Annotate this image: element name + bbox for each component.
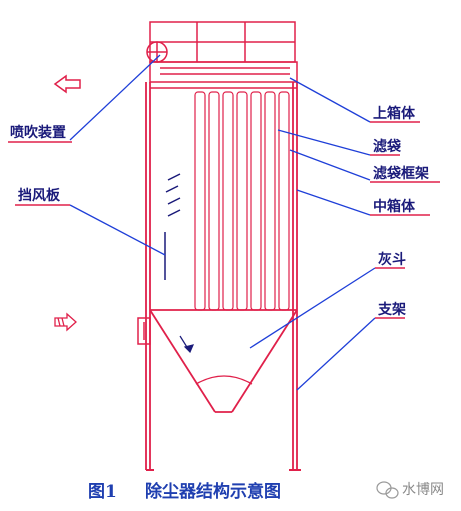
- airflow-arrow: [179, 335, 195, 354]
- upper-box: [149, 61, 298, 89]
- label-baffle: 挡风板: [18, 187, 61, 204]
- leader-bag-cage: [289, 149, 371, 181]
- leader-baffle: [69, 204, 166, 256]
- caption-title: 除尘器结构示意图: [145, 481, 281, 502]
- label-underlines: [8, 121, 440, 319]
- leader-middle-box: [296, 189, 371, 216]
- inlet-arrow-right: [54, 312, 77, 332]
- label-ash-hopper: 灰斗: [378, 251, 406, 268]
- label-filter-bag: 滤袋: [373, 138, 402, 155]
- blowing-device: [146, 41, 168, 63]
- middle-box: [145, 82, 298, 470]
- label-support: 支架: [377, 301, 406, 318]
- label-bag-cage: 滤袋框架: [373, 165, 429, 182]
- leader-blowing-device: [69, 54, 161, 141]
- top-platform-grid: [149, 21, 296, 63]
- leader-filter-bag: [277, 129, 371, 156]
- leader-lines: [69, 54, 376, 391]
- watermark: 水博网: [376, 481, 444, 499]
- leader-ash-hopper: [249, 267, 376, 349]
- label-blowing-device: 喷吹装置: [10, 124, 66, 141]
- outlet-arrow-left: [53, 74, 81, 94]
- inlet-duct: [137, 317, 151, 345]
- label-upper-box: 上箱体: [373, 105, 416, 122]
- leader-upper-box: [289, 77, 371, 123]
- leader-support: [296, 317, 376, 391]
- wechat-icon: [376, 481, 399, 499]
- baffle: [164, 173, 181, 280]
- caption-figure-number: 图1: [88, 482, 117, 502]
- figure-caption: 图1 除尘器结构示意图: [88, 481, 281, 502]
- watermark-text: 水博网: [402, 481, 444, 498]
- filter-bags: [194, 91, 290, 311]
- ash-hopper: [149, 309, 298, 413]
- label-middle-box: 中箱体: [373, 198, 416, 215]
- labels: 喷吹装置 挡风板 上箱体 滤袋 滤袋框架 中箱体 灰斗 支架: [10, 105, 429, 318]
